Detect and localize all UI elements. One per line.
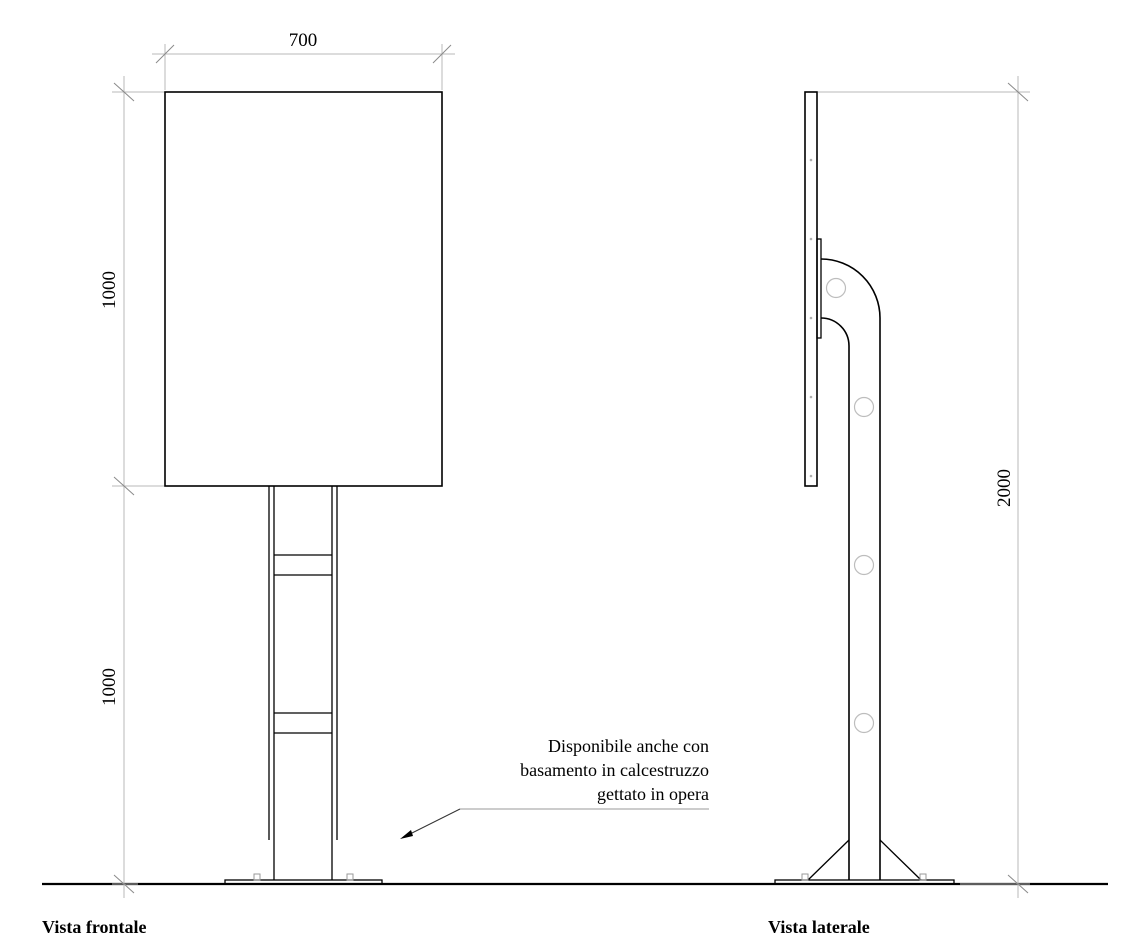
note-annotation: Disponibile anche con basamento in calce…	[400, 736, 709, 839]
width-dimension: 700	[152, 30, 455, 90]
panel-height-label: 1000	[99, 271, 120, 309]
front-view: 700 1000 1000	[42, 30, 455, 937]
note-line-2: basamento in calcestruzzo	[520, 760, 709, 780]
side-post-inner	[820, 317, 850, 880]
front-base-plate	[224, 873, 383, 885]
side-view-caption: Vista laterale	[768, 917, 870, 937]
leader-arrow-line	[405, 808, 461, 837]
note-line-3: gettato in opera	[597, 784, 709, 804]
front-view-caption: Vista frontale	[42, 917, 146, 937]
leader-arrowhead	[400, 830, 413, 839]
total-height-dimension: 2000	[818, 76, 1030, 898]
side-view: 2000 Vista laterale	[768, 76, 1030, 937]
side-post-outer	[820, 258, 881, 880]
front-sign-panel	[164, 91, 443, 487]
side-bracket-plate	[816, 238, 822, 339]
panel-fixing-dots	[809, 158, 813, 478]
note-line-1: Disponibile anche con	[548, 736, 709, 756]
post-holes	[825, 277, 875, 734]
side-gussets	[807, 839, 922, 881]
side-sign-panel	[804, 91, 818, 487]
total-height-label: 2000	[994, 469, 1015, 507]
post-height-label: 1000	[99, 668, 120, 706]
height-dimensions: 1000 1000	[99, 76, 165, 898]
width-dimension-label: 700	[289, 30, 318, 51]
side-base-plate	[774, 873, 955, 885]
front-post	[268, 486, 338, 880]
